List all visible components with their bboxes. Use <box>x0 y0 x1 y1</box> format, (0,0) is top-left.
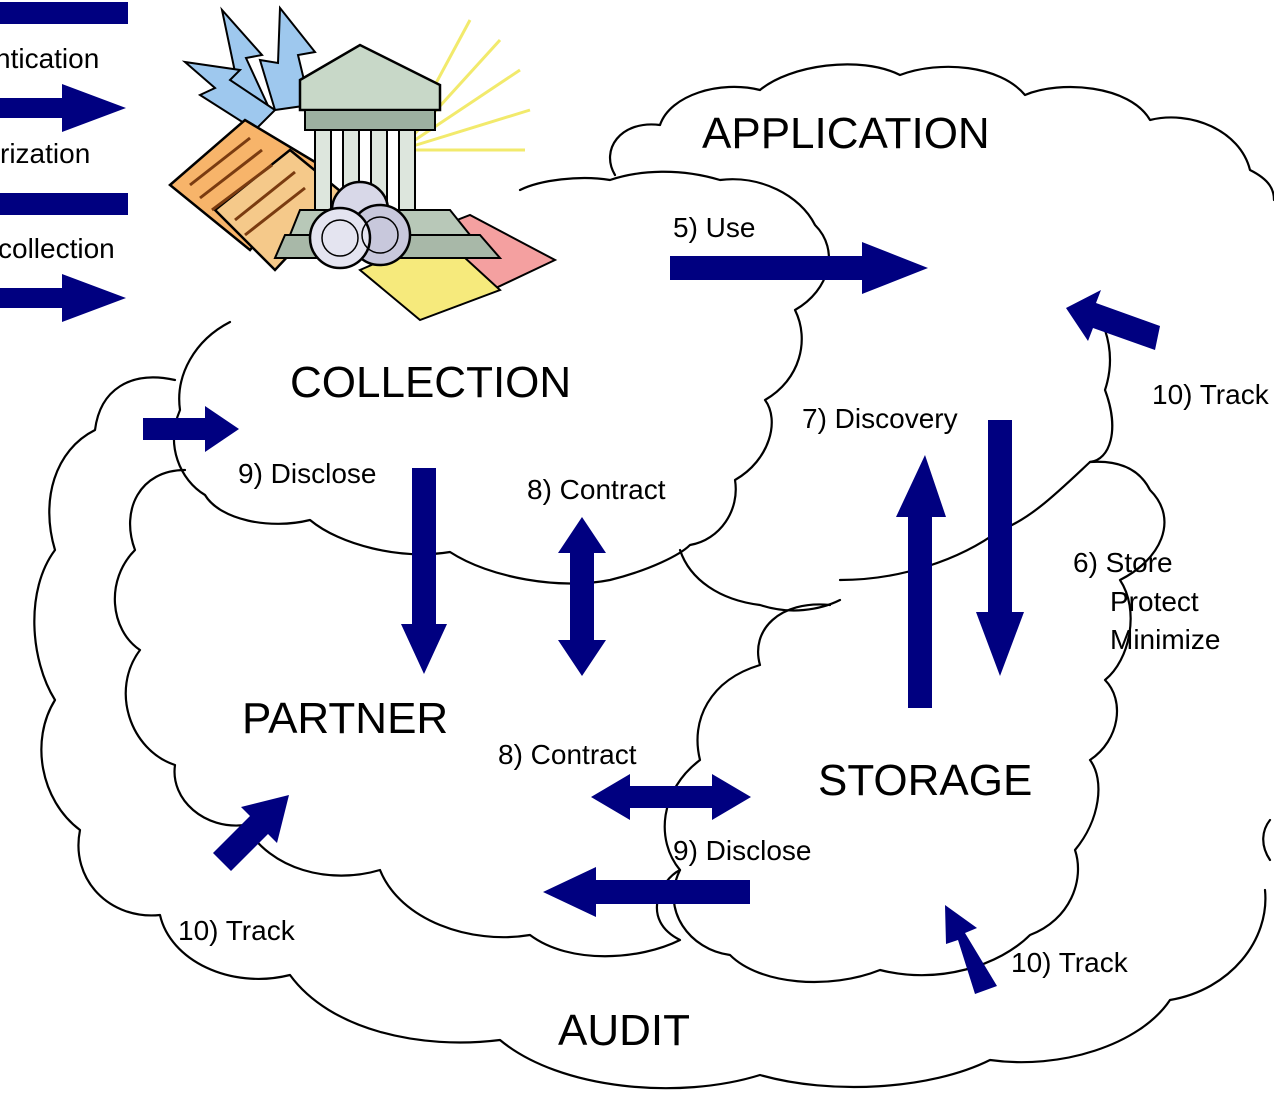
arrow-store-down <box>976 420 1024 676</box>
storage-cloud <box>663 460 1166 984</box>
label-minimize: Minimize <box>1110 624 1220 655</box>
label-contract-bottom: 8) Contract <box>498 739 637 770</box>
legend-item-2: rization <box>0 138 90 169</box>
legend: ntication rization collection <box>0 2 128 322</box>
region-collection: COLLECTION <box>290 358 571 407</box>
arrow-disclose-down <box>401 468 447 674</box>
arrow-discovery-up <box>896 455 946 708</box>
region-storage: STORAGE <box>818 756 1032 805</box>
region-audit: AUDIT <box>558 1006 690 1055</box>
arrow-contract-horizontal <box>591 774 751 820</box>
bank-building-books-coins-icon <box>168 5 558 322</box>
label-disclose-bottom: 9) Disclose <box>673 835 811 866</box>
legend-arrow-2 <box>0 274 126 322</box>
legend-item-1: ntication <box>0 43 99 74</box>
label-contract-top: 8) Contract <box>527 474 666 505</box>
label-discovery: 7) Discovery <box>802 403 958 434</box>
label-protect: Protect <box>1110 586 1199 617</box>
arrow-use <box>670 242 928 294</box>
arrow-disclose-into-collection <box>143 406 239 452</box>
arrow-track-application <box>1066 290 1160 350</box>
label-track-bottom: 10) Track <box>1011 947 1129 978</box>
legend-arrow-1 <box>0 84 126 132</box>
legend-item-3: collection <box>0 233 115 264</box>
collection-cloud <box>172 170 830 585</box>
region-application: APPLICATION <box>702 109 990 158</box>
label-track-left: 10) Track <box>178 915 296 946</box>
legend-bar-1 <box>0 2 128 24</box>
arrow-contract-vertical <box>558 517 606 676</box>
arrow-track-storage <box>945 905 997 994</box>
label-store: 6) Store <box>1073 547 1173 578</box>
label-disclose-top: 9) Disclose <box>238 458 376 489</box>
application-cloud <box>609 63 1274 582</box>
region-partner: PARTNER <box>242 694 448 743</box>
collection-cloud-lower <box>678 548 842 612</box>
legend-bar-2 <box>0 193 128 215</box>
arrow-disclose-left <box>543 867 750 917</box>
arrow-track-partner <box>213 795 289 871</box>
label-use: 5) Use <box>673 212 755 243</box>
audit-cloud <box>33 376 1272 1090</box>
label-track-right: 10) Track <box>1152 379 1270 410</box>
